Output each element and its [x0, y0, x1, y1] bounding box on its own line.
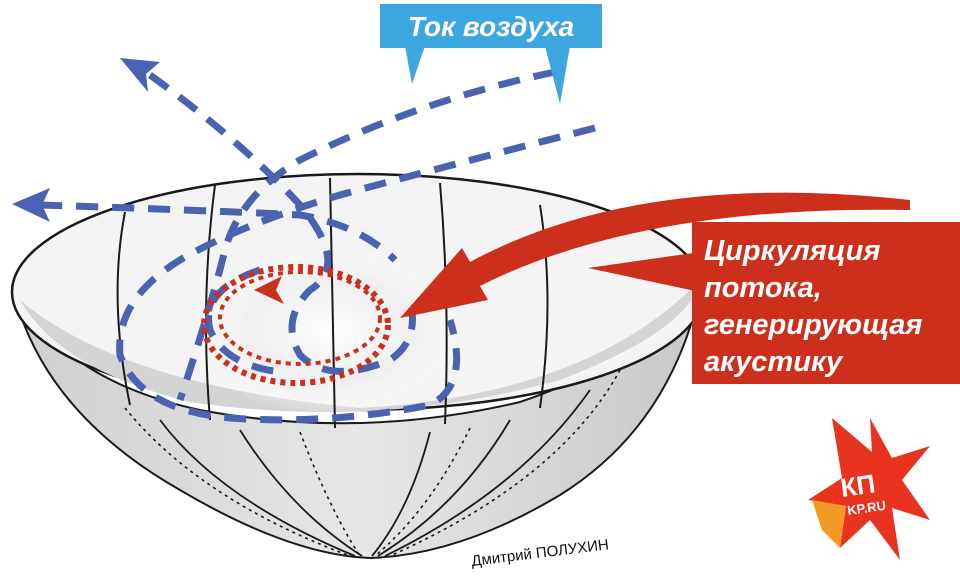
flow-arrowhead-top [120, 58, 160, 92]
pointer-arrow [400, 192, 910, 318]
hidden-meridian [389, 369, 621, 557]
logo-text-sub: KP.RU [846, 498, 886, 518]
author-credit: Дмитрий ПОЛУХИН [470, 536, 609, 570]
outer-meridian [159, 419, 356, 557]
circulation-outer [201, 264, 391, 386]
air-flow-lines [39, 68, 596, 424]
circulation-inner [218, 270, 382, 366]
flow-arrowhead-left [12, 188, 50, 222]
outer-meridian [377, 419, 511, 557]
logo-flame [812, 500, 846, 548]
logo-text-main: КП [839, 468, 877, 503]
outer-meridian [371, 431, 431, 557]
circulation-callout: Циркуляция потока, генерирующая акустику [588, 222, 960, 384]
outer-meridian [384, 389, 591, 557]
hidden-meridian [374, 427, 471, 557]
flow-line-left [39, 201, 398, 263]
circulation-arrowhead [254, 276, 284, 304]
air-flow-callout: Ток воздуха [380, 4, 602, 104]
circulation-label-line-1: Циркуляция [704, 235, 880, 267]
circulation-label-line-4: акустику [704, 346, 844, 378]
air-flow-label: Ток воздуха [408, 11, 574, 42]
logo-star [808, 418, 930, 560]
inner-meridian [329, 177, 336, 429]
circulation-loop [201, 264, 391, 386]
outer-meridian [239, 429, 363, 557]
kp-logo: КП KP.RU [808, 418, 930, 560]
circulation-label-line-2: потока, [704, 272, 822, 304]
flow-line-inner [205, 266, 281, 376]
hidden-meridian [124, 407, 351, 557]
inner-meridian [116, 211, 131, 406]
flow-line-mid [116, 124, 596, 424]
flow-line-top [176, 68, 556, 402]
inner-meridian [205, 184, 216, 421]
circulation-label-line-3: генерирующая [704, 309, 922, 341]
inner-meridian [539, 204, 549, 409]
